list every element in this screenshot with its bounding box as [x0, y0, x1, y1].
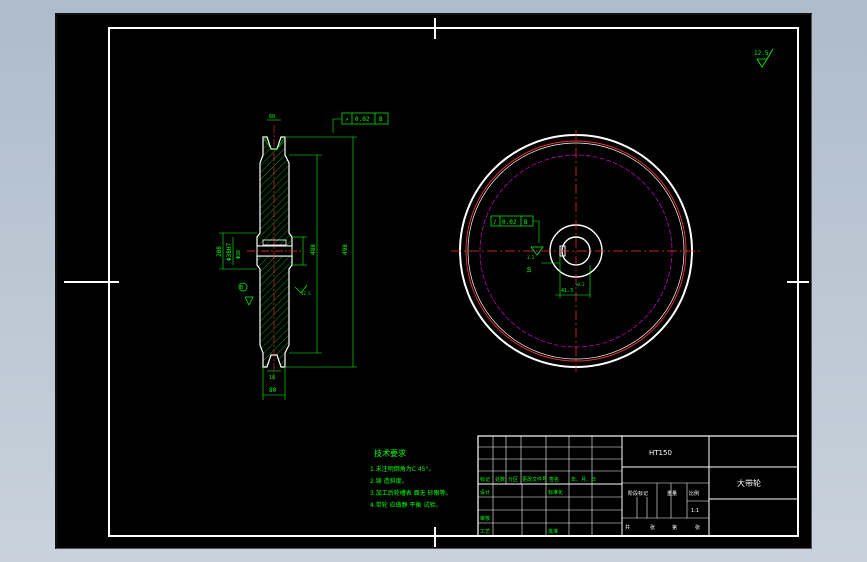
tol-flat-value: 0.02 [355, 116, 370, 123]
tech-item-3: 3.加工后轮槽表 面无 砂眼等。 [370, 489, 452, 497]
pulley-front-view: / 0.02 B 3.2 10 41.3 +0.2 [451, 130, 701, 372]
rev-header-1: 标记 [480, 476, 490, 483]
tech-item-1: 1.未注明倒角为C 45°。 [370, 465, 434, 473]
rev-header-2: 处数 [495, 476, 505, 483]
tech-item-2: 2.铸 造斜度。 [370, 477, 408, 485]
sign-review: 审核 [480, 515, 490, 522]
dim-width: 60 [269, 114, 275, 120]
tech-title: 技术要求 [374, 448, 406, 458]
weight-label: 重量 [667, 490, 677, 497]
ratio-label: 比例 [689, 490, 699, 497]
sign-process: 工艺 [480, 529, 490, 535]
sheet-label-2: 张 [650, 524, 655, 531]
sheet-label-1: 共 [625, 524, 630, 531]
tol-symbol: ↗ [345, 116, 349, 123]
dim-d1: 208 [216, 246, 223, 257]
circ-key-dim: 41.3 [561, 288, 573, 294]
roughness-symbol: 12.5 [754, 48, 774, 68]
dim-depth: 18 [269, 375, 275, 381]
datum-label: B [240, 285, 243, 291]
ratio-value: 1:1 [691, 508, 699, 514]
title-block [477, 435, 799, 537]
std-label: 标准化 [548, 489, 563, 496]
sheet-label-3: 第 [672, 524, 677, 531]
pulley-section-lower [256, 255, 293, 368]
circ-key-tol: +0.2 [575, 282, 585, 287]
dim-fit: Φ38H7 [226, 243, 233, 261]
dim-d3: 498 [342, 244, 349, 255]
dim-d2: 488 [310, 244, 317, 255]
rev-header-3: 分区 [508, 476, 518, 483]
tech-item-4: 4.带轮 应做静 平衡 试验。 [370, 501, 441, 509]
drawing-viewport[interactable]: 12.5 498 488 208 Φ38H7 Φ38 [55, 13, 812, 549]
rev-header-6: 年、月、日 [571, 476, 596, 483]
circ-tol-symbol: / [493, 219, 497, 226]
tol-flat-code: B [379, 116, 383, 123]
rev-header-4: 更改文件号 [522, 476, 547, 483]
roughness-value: 12.5 [754, 50, 769, 57]
pulley-section-upper [256, 136, 293, 247]
dim-hub: Φ38 [236, 250, 242, 259]
circ-tol-code: B [524, 219, 528, 226]
approve-label: 批准 [548, 528, 558, 535]
rev-header-5: 签名 [549, 476, 559, 483]
stage-label: 阶段标记 [628, 490, 648, 497]
sheet-label-4: 张 [695, 524, 700, 531]
dim-total-width: 80 [269, 387, 277, 394]
circ-rough: 3.2 [527, 255, 535, 260]
title-block-text: HT150 大带轮 标记 处数 分区 更改文件号 签名 年、月、日 设计 审核 … [480, 449, 761, 535]
cad-drawing: 12.5 498 488 208 Φ38H7 Φ38 [64, 18, 809, 547]
circ-side-dim: 10 [527, 267, 533, 273]
circ-tol-value: 0.02 [502, 219, 517, 226]
drawing-frame [108, 27, 799, 537]
roughness-left: 12.5 [301, 291, 311, 296]
tech-requirements: 技术要求 1.未注明倒角为C 45°。 2.铸 造斜度。 3.加工后轮槽表 面无… [370, 448, 452, 509]
sign-design: 设计 [480, 489, 490, 496]
pulley-section-view: 498 488 208 Φ38H7 Φ38 80 18 60 ↗ 0.02 B [216, 112, 389, 400]
part-name: 大带轮 [737, 478, 761, 488]
material-label: HT150 [649, 449, 672, 457]
